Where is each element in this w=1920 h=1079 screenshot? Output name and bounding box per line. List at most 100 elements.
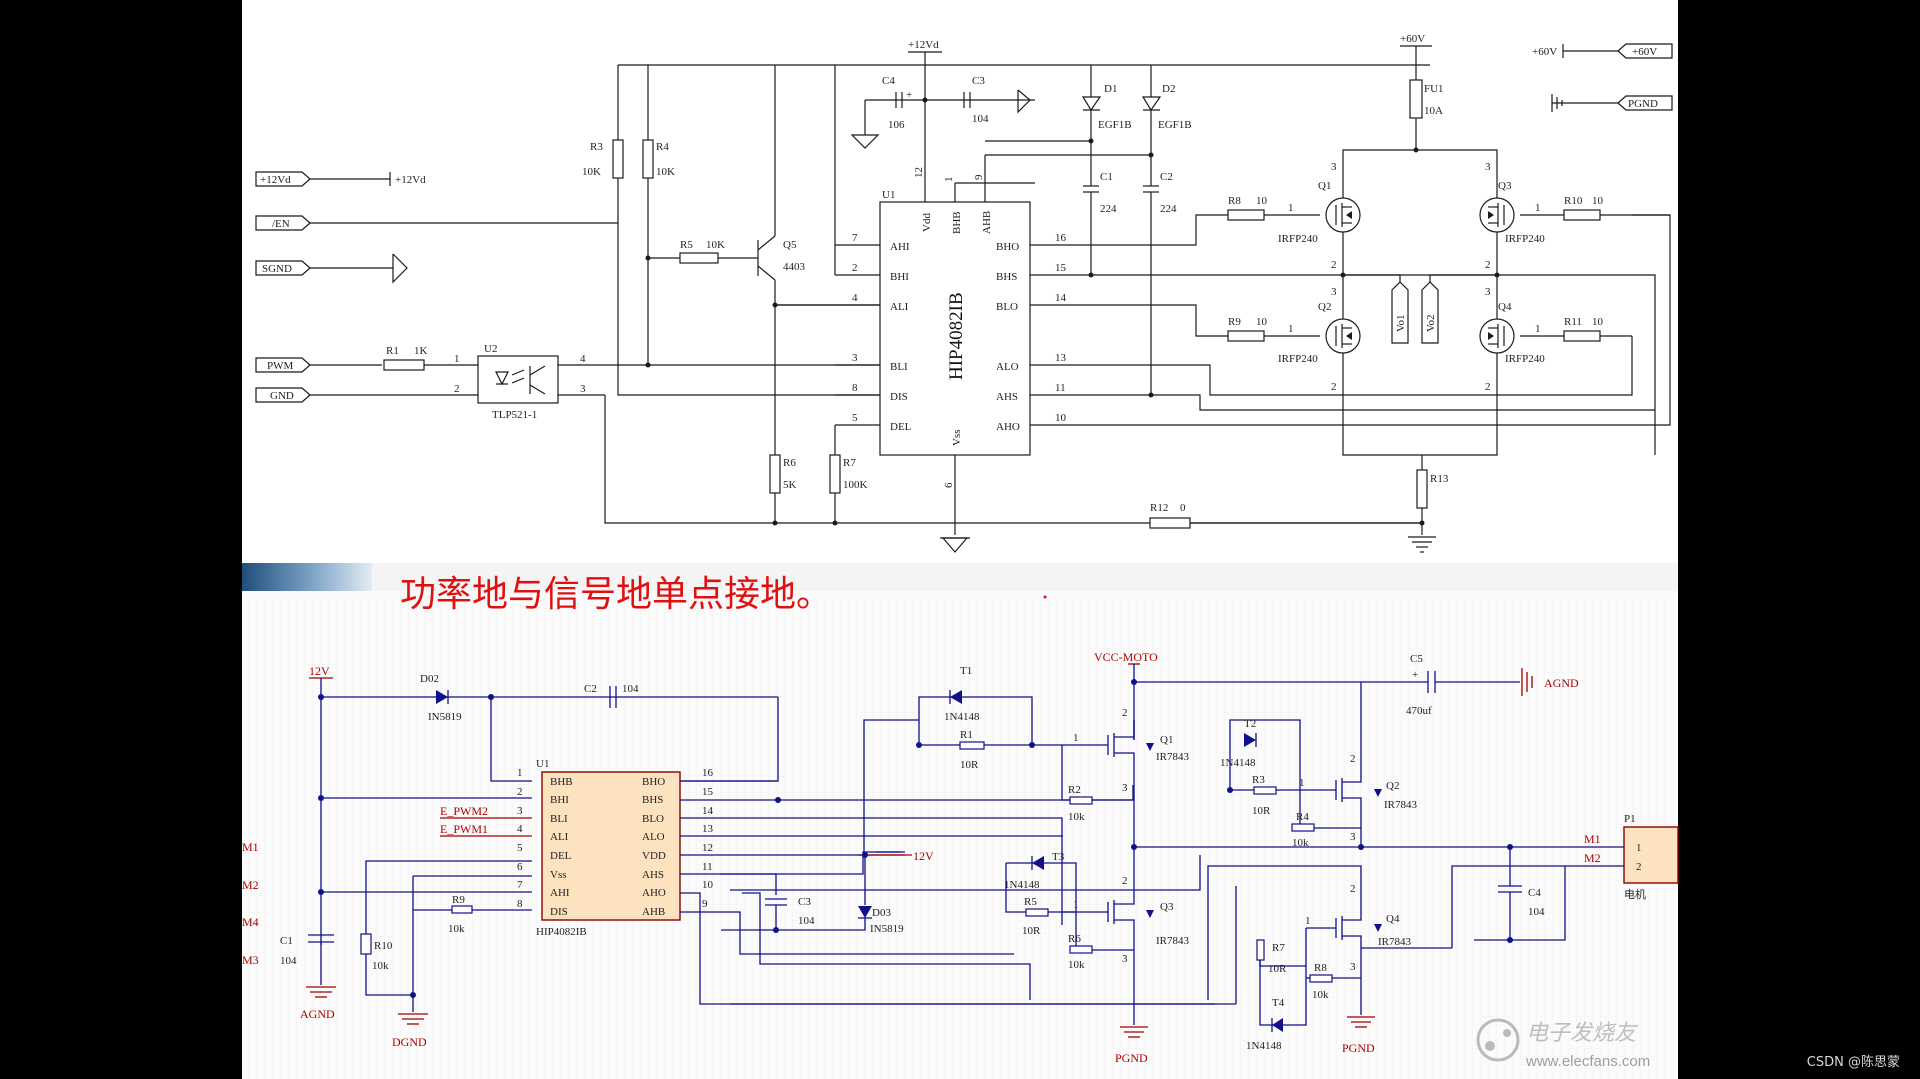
svg-text:15: 15 xyxy=(1055,262,1067,274)
svg-text:M3: M3 xyxy=(242,953,259,967)
svg-text:PGND: PGND xyxy=(1628,98,1658,110)
svg-text:1: 1 xyxy=(454,353,460,365)
svg-text:IR7843: IR7843 xyxy=(1156,751,1190,763)
diode-d03: D03 IN5819 xyxy=(858,906,904,935)
svg-text:BHO: BHO xyxy=(996,241,1019,253)
mosfet-q3-top: Q3 IRFP240 1 xyxy=(1479,180,1545,245)
ic-left-pins: 7 AHI 2 BHI 4 ALI 3 BLI 8 DIS 5 DEL xyxy=(775,232,912,433)
svg-text:2: 2 xyxy=(517,786,523,798)
svg-text:2: 2 xyxy=(1331,381,1337,393)
svg-text:1: 1 xyxy=(1288,323,1294,335)
mosfet-q4-top: Q4 IRFP240 1 xyxy=(1479,301,1545,365)
svg-text:3: 3 xyxy=(580,383,586,395)
svg-text:R10: R10 xyxy=(1564,195,1583,207)
svg-text:5: 5 xyxy=(517,842,523,854)
svg-text:10A: 10A xyxy=(1424,105,1443,117)
svg-text:10k: 10k xyxy=(1312,989,1329,1001)
diode-d02: D02 IN5819 xyxy=(420,673,462,723)
svg-text:12: 12 xyxy=(702,842,713,854)
svg-text:EGF1B: EGF1B xyxy=(1158,119,1192,131)
svg-text:6: 6 xyxy=(517,861,523,873)
svg-text:ALI: ALI xyxy=(550,831,569,843)
port-pgnd: PGND xyxy=(1551,94,1673,112)
resistor-r10 xyxy=(1563,209,1601,221)
svg-text:R8: R8 xyxy=(1228,195,1241,207)
pgnd-symbol-top xyxy=(1408,536,1436,553)
svg-text:5: 5 xyxy=(852,412,858,424)
svg-text:Vss: Vss xyxy=(550,869,567,881)
svg-text:470uf: 470uf xyxy=(1406,705,1432,717)
agnd-symbol-left: AGND xyxy=(300,986,336,1021)
resistor-r4 xyxy=(642,139,654,179)
svg-text:+60V: +60V xyxy=(1632,46,1657,58)
pgnd-symbol-left: PGND xyxy=(1115,1026,1148,1065)
svg-text:1N4148: 1N4148 xyxy=(1220,757,1256,769)
svg-text:PGND: PGND xyxy=(1342,1041,1375,1055)
resistor-r8-bottom xyxy=(1309,974,1333,983)
svg-text:D1: D1 xyxy=(1104,83,1117,95)
svg-text:13: 13 xyxy=(702,823,714,835)
svg-text:BHI: BHI xyxy=(550,794,569,806)
svg-text:AHB: AHB xyxy=(981,211,993,234)
svg-text:AHO: AHO xyxy=(996,421,1020,433)
svg-text:R1: R1 xyxy=(386,345,399,357)
svg-text:8: 8 xyxy=(517,898,523,910)
svg-text:VDD: VDD xyxy=(642,850,666,862)
svg-text:3: 3 xyxy=(1485,286,1491,298)
svg-text:BLI: BLI xyxy=(550,813,568,825)
svg-text:1: 1 xyxy=(1535,323,1541,335)
svg-text:DGND: DGND xyxy=(392,1035,427,1049)
svg-text:BHI: BHI xyxy=(890,271,909,283)
svg-text:www.elecfans.com: www.elecfans.com xyxy=(1525,1053,1650,1070)
svg-text:3: 3 xyxy=(517,805,523,817)
svg-text:C2: C2 xyxy=(584,683,597,695)
svg-text:DEL: DEL xyxy=(550,850,572,862)
svg-text:Vo2: Vo2 xyxy=(1425,314,1437,332)
svg-text:10k: 10k xyxy=(1068,959,1085,971)
svg-text:104: 104 xyxy=(972,113,989,125)
resistor-r5 xyxy=(679,252,719,264)
svg-text:10: 10 xyxy=(1592,195,1604,207)
svg-text:VCC-MOTO: VCC-MOTO xyxy=(1094,650,1158,664)
svg-text:ALO: ALO xyxy=(642,831,665,843)
svg-text:104: 104 xyxy=(622,683,639,695)
svg-text:15: 15 xyxy=(702,786,714,798)
resistor-r4-bottom xyxy=(1291,823,1315,832)
vo2-port: Vo2 xyxy=(1421,281,1439,344)
svg-text:10R: 10R xyxy=(960,759,979,771)
svg-text:Q1: Q1 xyxy=(1160,734,1173,746)
resistor-r3-bottom xyxy=(1253,786,1277,795)
svg-text:14: 14 xyxy=(1055,292,1067,304)
svg-text:R8: R8 xyxy=(1314,962,1327,974)
svg-text:BLO: BLO xyxy=(996,301,1018,313)
svg-text:C5: C5 xyxy=(1410,653,1423,665)
svg-text:5K: 5K xyxy=(783,479,797,491)
svg-text:1: 1 xyxy=(943,177,955,183)
svg-text:M1: M1 xyxy=(1584,832,1601,846)
resistor-r1 xyxy=(383,359,425,371)
svg-text:C1: C1 xyxy=(1100,171,1113,183)
svg-text:2: 2 xyxy=(1122,707,1128,719)
svg-text:AHB: AHB xyxy=(642,906,665,918)
svg-text:12V: 12V xyxy=(913,849,934,863)
slide-caption: 功率地与信号地单点接地。 xyxy=(400,574,832,615)
bottom-schematic: M1 M2 M4 M3 12V D02 IN5819 C2 104 xyxy=(242,650,1679,1070)
svg-text:4: 4 xyxy=(852,292,858,304)
mosfet-q2-bottom: Q2 IR7843 123 xyxy=(1299,753,1418,843)
resistor-r9 xyxy=(1227,330,1265,342)
svg-text:T2: T2 xyxy=(1244,718,1256,730)
diode-t4: T4 1N4148 xyxy=(1246,997,1285,1052)
resistor-r10-bottom xyxy=(360,933,372,955)
svg-text:FU1: FU1 xyxy=(1424,83,1444,95)
svg-text:+12Vd: +12Vd xyxy=(260,174,291,186)
svg-text:2: 2 xyxy=(1331,259,1337,271)
svg-text:1K: 1K xyxy=(414,345,428,357)
svg-text:P1: P1 xyxy=(1624,813,1636,825)
port-sgnd: SGND xyxy=(255,253,408,284)
decor-band-2 xyxy=(372,563,1678,591)
csdn-credit: CSDN @陈思蒙 xyxy=(1807,1054,1900,1070)
svg-text:/EN: /EN xyxy=(272,218,290,230)
svg-text:2: 2 xyxy=(1485,259,1491,271)
svg-text:DIS: DIS xyxy=(890,391,908,403)
svg-text:IR7843: IR7843 xyxy=(1156,935,1190,947)
